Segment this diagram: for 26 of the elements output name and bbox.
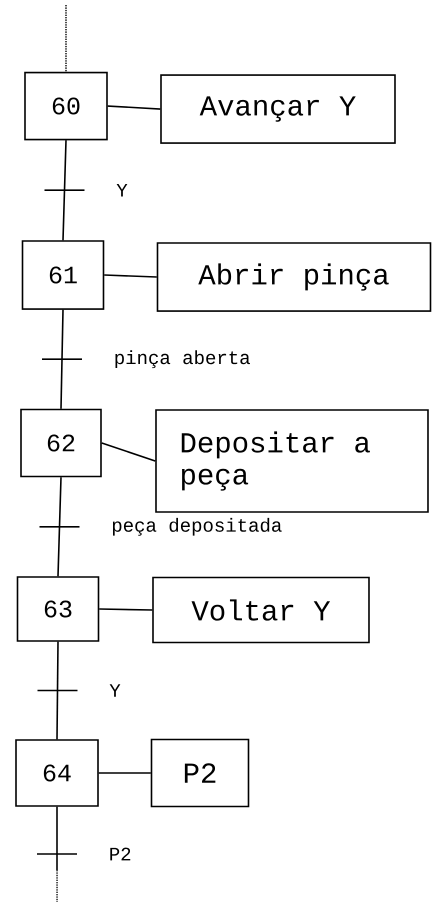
step-box: 61 — [22, 240, 104, 310]
action-box: Abrir pinça — [156, 242, 432, 312]
connector-line — [104, 274, 157, 278]
step-box: 62 — [20, 408, 102, 478]
connector-line — [99, 608, 152, 611]
connector-line — [56, 642, 59, 740]
transition-condition: Y — [110, 684, 120, 697]
step-box: 63 — [16, 576, 100, 642]
step-box: 60 — [24, 72, 108, 140]
connector-line — [98, 772, 151, 774]
transition-condition: P2 — [110, 848, 130, 860]
action-box: P2 — [150, 738, 250, 808]
action-box: Voltar Y — [152, 576, 370, 644]
step-box: 64 — [15, 739, 99, 807]
transition-condition: pinça aberta — [115, 350, 250, 368]
connector-line — [108, 105, 160, 110]
connector-line — [65, 5, 67, 72]
connector-line — [60, 310, 64, 409]
connector-line — [102, 442, 156, 462]
connector-line — [56, 806, 58, 870]
action-box: Avançar Y — [160, 74, 396, 144]
action-box: Depositar a peça — [155, 409, 429, 513]
connector-line — [57, 477, 62, 576]
connector-line — [62, 140, 67, 240]
transition-condition: Y — [116, 184, 128, 196]
transition-condition: peça depositada — [112, 518, 282, 536]
